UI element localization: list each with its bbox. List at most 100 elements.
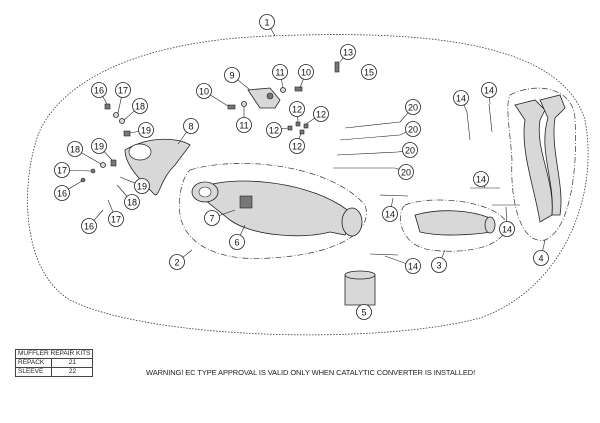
callout-16: 16 bbox=[54, 180, 83, 201]
leader-line bbox=[69, 169, 92, 172]
leader-line bbox=[129, 131, 139, 134]
callout-18: 18 bbox=[67, 141, 102, 165]
kit-value: 22 bbox=[51, 367, 94, 377]
callout-number: 16 bbox=[57, 189, 67, 199]
callout-number: 2 bbox=[174, 258, 179, 268]
callout-19: 19 bbox=[119, 176, 150, 194]
callout-14: 14 bbox=[382, 197, 398, 222]
callout-circle bbox=[91, 82, 107, 98]
header-outline bbox=[507, 87, 576, 241]
callout-circle bbox=[67, 141, 83, 157]
callout-18: 18 bbox=[116, 184, 140, 210]
callout-13: 13 bbox=[339, 44, 356, 63]
leader-line bbox=[391, 197, 394, 207]
callout-number: 12 bbox=[269, 126, 279, 136]
leader-line bbox=[505, 206, 507, 222]
muffler-outline bbox=[179, 163, 367, 259]
callout-14: 14 bbox=[473, 171, 489, 189]
callout-18: 18 bbox=[123, 98, 148, 121]
callout-7: 7 bbox=[204, 209, 236, 226]
leader-line bbox=[119, 176, 136, 184]
link-pipe-outline bbox=[400, 199, 507, 252]
callout-17: 17 bbox=[54, 162, 92, 178]
callout-number: 17 bbox=[118, 86, 128, 96]
leader-line bbox=[123, 110, 135, 121]
kit-value: 21 bbox=[51, 358, 94, 368]
callout-9: 9 bbox=[224, 67, 251, 91]
callout-circle bbox=[289, 101, 305, 117]
leader-line bbox=[237, 79, 251, 91]
callout-number: 18 bbox=[135, 102, 145, 112]
callout-5: 5 bbox=[356, 304, 372, 320]
callout-3: 3 bbox=[431, 249, 447, 273]
callout-circle bbox=[196, 83, 212, 99]
callout-circle bbox=[405, 258, 421, 274]
leader-line bbox=[102, 96, 108, 105]
callout-11: 11 bbox=[272, 64, 288, 89]
leader-line bbox=[93, 209, 104, 221]
callout-circle bbox=[204, 210, 220, 226]
callout-number: 11 bbox=[239, 121, 248, 131]
callout-4: 4 bbox=[533, 239, 549, 266]
callout-2: 2 bbox=[169, 249, 193, 270]
callout-circle bbox=[169, 254, 185, 270]
callout-circle bbox=[229, 234, 245, 250]
callout-number: 14 bbox=[502, 225, 512, 235]
callout-1: 1 bbox=[259, 14, 276, 37]
callout-circle bbox=[134, 178, 150, 194]
leader-line bbox=[68, 180, 83, 190]
leader-line bbox=[281, 127, 289, 130]
catalytic-sleeve bbox=[344, 270, 376, 306]
callout-circle bbox=[382, 206, 398, 222]
callout-circle bbox=[108, 211, 124, 227]
callout-20: 20 bbox=[394, 164, 414, 180]
callout-16: 16 bbox=[81, 209, 104, 234]
rods bbox=[333, 121, 401, 169]
callout-12: 12 bbox=[305, 106, 329, 125]
kits-table-title: MUFFLER REPAIR KITS bbox=[14, 349, 94, 359]
callout-circle bbox=[236, 117, 252, 133]
callout-number: 16 bbox=[84, 222, 94, 232]
leader-line bbox=[81, 152, 102, 165]
callout-circle bbox=[481, 82, 497, 98]
leader-line bbox=[399, 112, 409, 123]
kit-label: REPACK bbox=[14, 358, 53, 368]
leader-line bbox=[103, 151, 113, 161]
callout-number: 1 bbox=[264, 18, 269, 28]
leader-line bbox=[463, 104, 468, 113]
leader-line bbox=[298, 132, 302, 139]
leader-line bbox=[107, 199, 114, 213]
header-pipes bbox=[514, 94, 566, 223]
callout-number: 14 bbox=[476, 175, 486, 185]
callout-number: 19 bbox=[141, 126, 151, 136]
callout-circle bbox=[224, 67, 240, 83]
callout-number: 14 bbox=[385, 210, 395, 220]
callout-circle bbox=[124, 194, 140, 210]
callout-number: 14 bbox=[456, 94, 466, 104]
leader-line bbox=[441, 249, 446, 259]
leader-line bbox=[177, 131, 187, 145]
callout-11: 11 bbox=[236, 107, 252, 133]
table-row: REPACK 21 bbox=[14, 358, 94, 368]
callout-circle bbox=[272, 64, 288, 80]
callout-20: 20 bbox=[397, 142, 418, 158]
table-row: SLEEVE 22 bbox=[14, 367, 94, 377]
callout-circle bbox=[533, 250, 549, 266]
callout-number: 12 bbox=[292, 142, 302, 152]
callout-number: 9 bbox=[229, 71, 234, 81]
callout-number: 12 bbox=[316, 110, 326, 120]
leader-line bbox=[305, 117, 315, 125]
callout-circle bbox=[431, 257, 447, 273]
callout-number: 13 bbox=[343, 48, 353, 58]
callout-8: 8 bbox=[177, 118, 199, 145]
callout-circle bbox=[138, 122, 154, 138]
callout-number: 7 bbox=[209, 214, 214, 224]
callout-circle bbox=[405, 121, 421, 137]
leader-line bbox=[117, 97, 122, 114]
callout-14: 14 bbox=[481, 82, 497, 105]
leader-line bbox=[384, 255, 407, 264]
leader-line bbox=[339, 57, 344, 63]
callout-circle bbox=[313, 106, 329, 122]
callout-10: 10 bbox=[196, 83, 229, 107]
